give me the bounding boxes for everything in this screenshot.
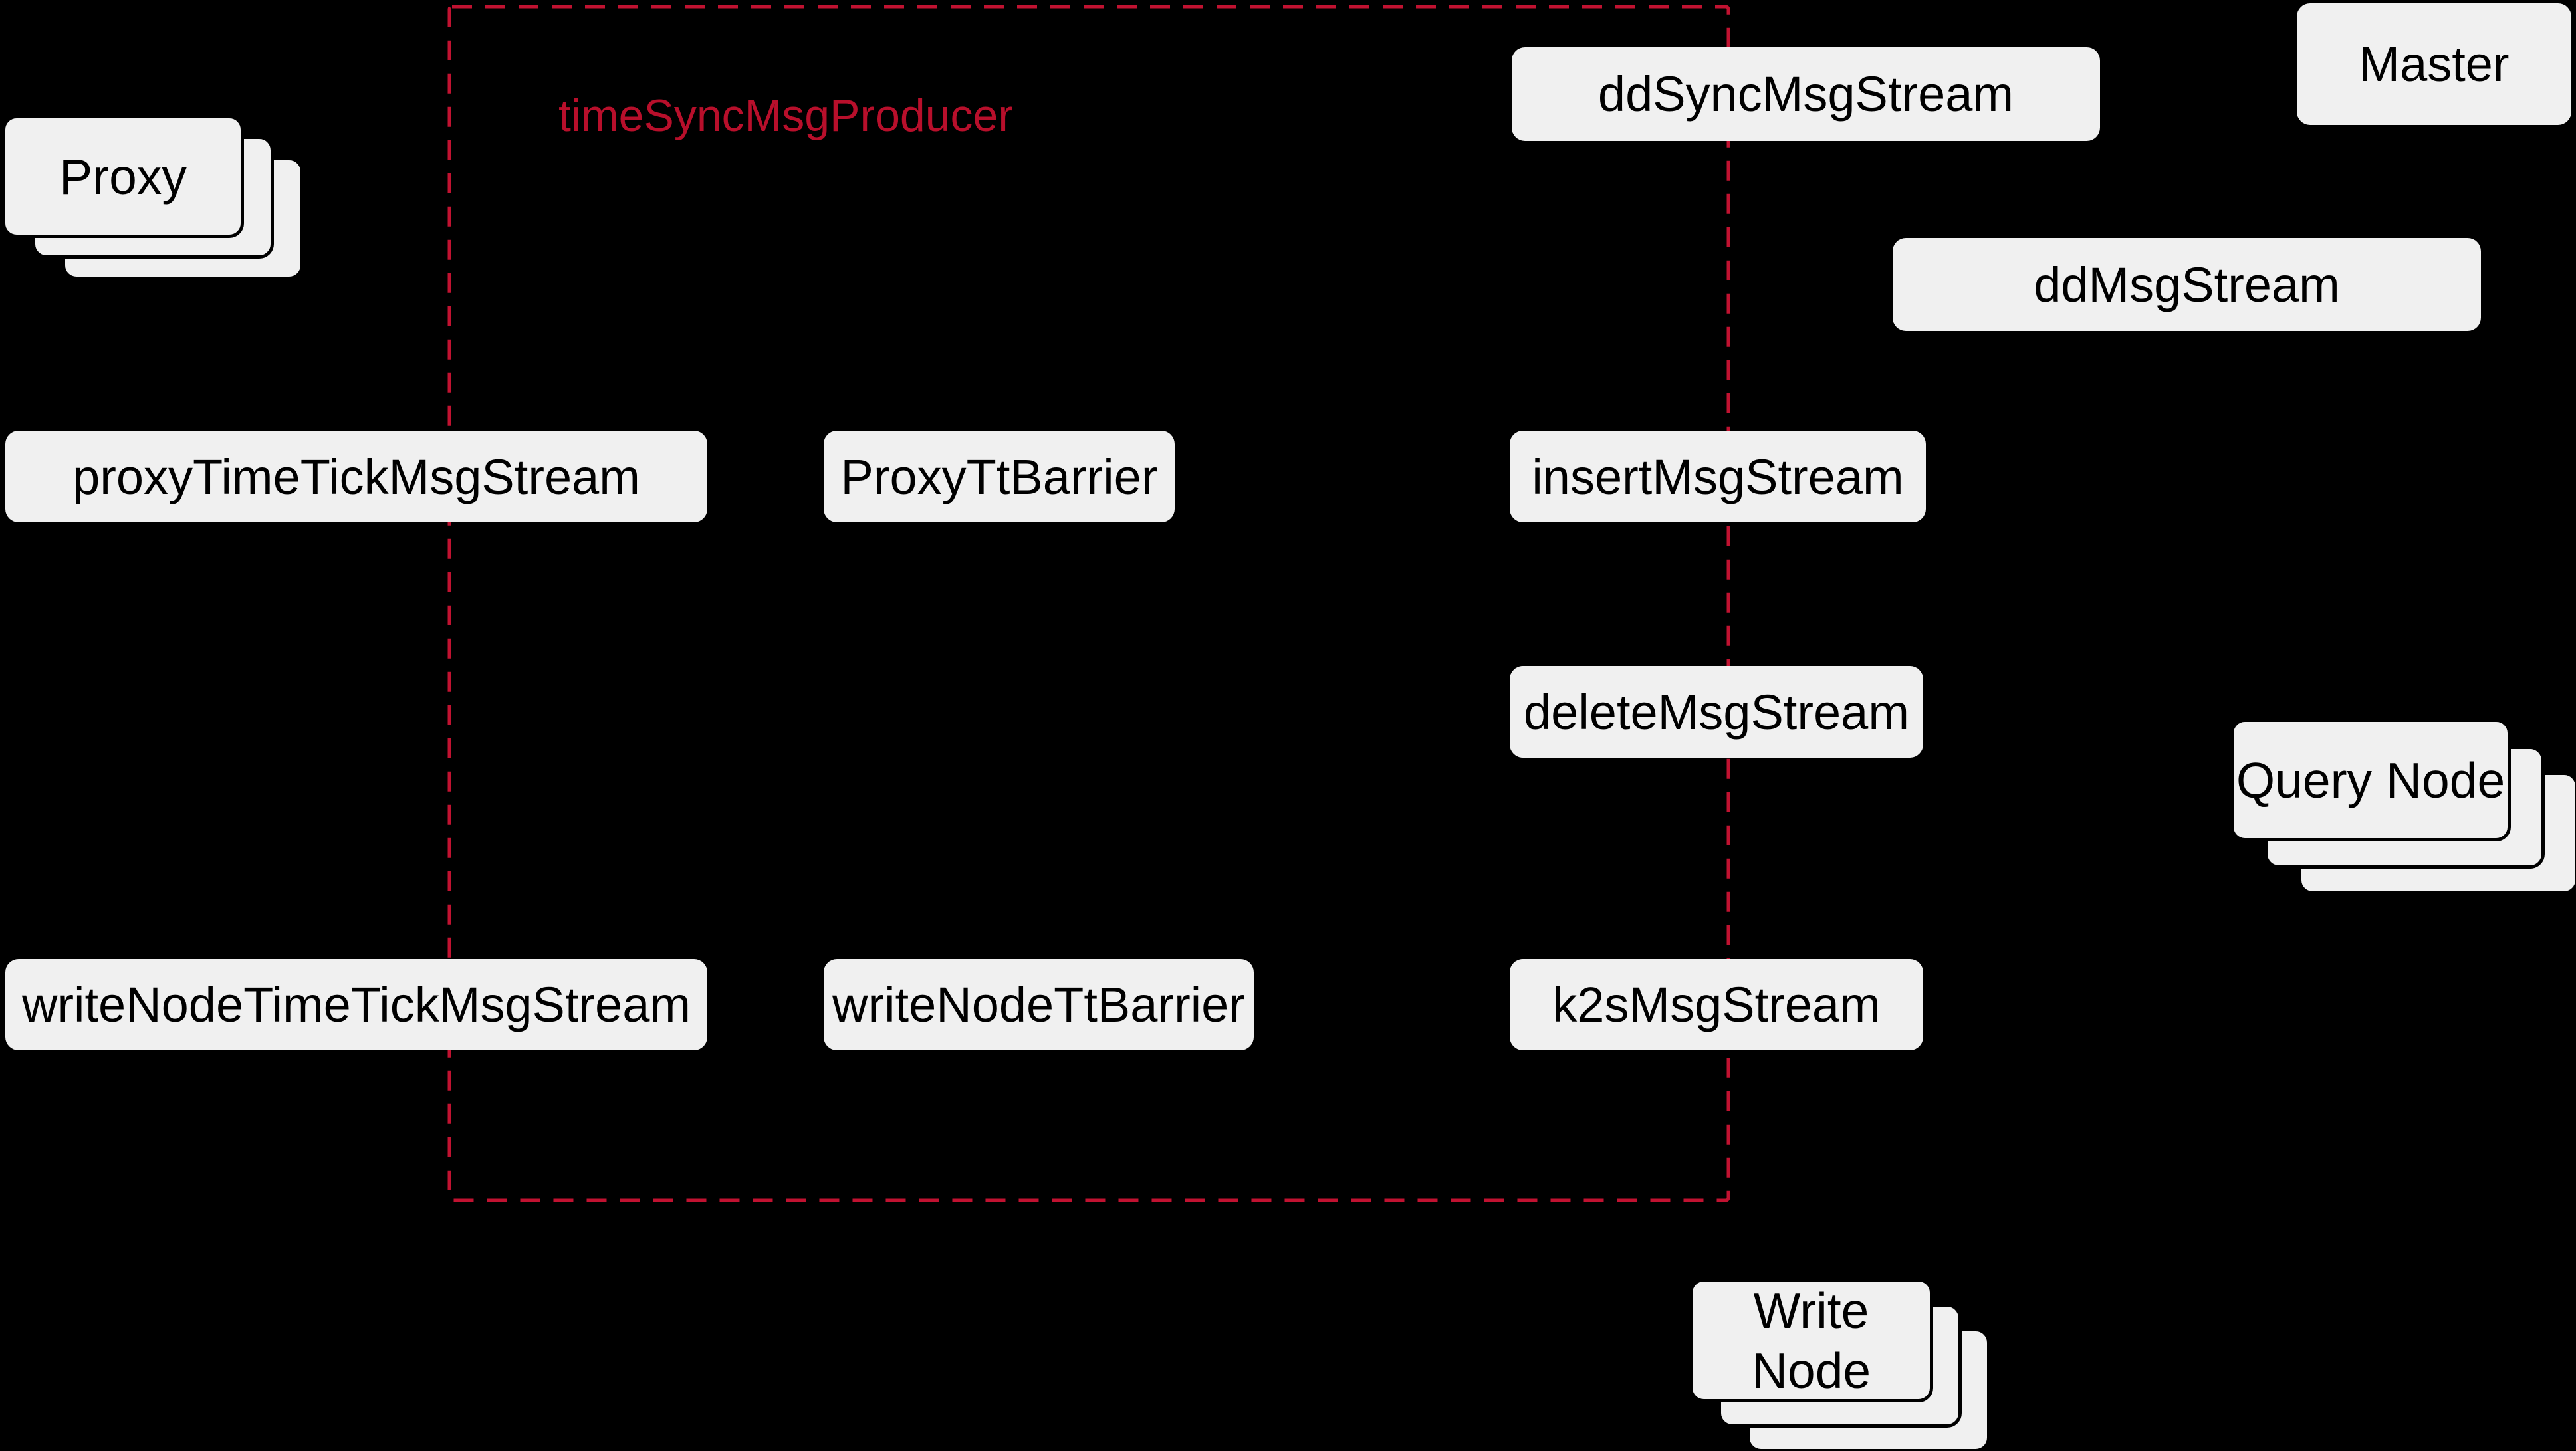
node-writeNodeTtBarrier: writeNodeTtBarrier: [824, 959, 1254, 1050]
node-deleteMsgStream: deleteMsgStream: [1510, 666, 1923, 758]
dashed-group-rect: [447, 5, 1730, 1202]
node-proxyTimeTickMsgStream: proxyTimeTickMsgStream: [5, 431, 707, 522]
proxy-label: Proxy: [59, 148, 187, 205]
query-node-stack-card-front: Query Node: [2230, 719, 2511, 841]
node-ddMsgStream: ddMsgStream: [1893, 238, 2481, 331]
node-ddSyncMsgStream: ddSyncMsgStream: [1512, 47, 2100, 141]
query-node-label: Query Node: [2236, 752, 2506, 808]
node-writeNodeTimeTickMsgStream: writeNodeTimeTickMsgStream: [5, 959, 707, 1050]
node-proxyTtBarrier: ProxyTtBarrier: [824, 431, 1175, 522]
timesync-producer-group-label: timeSyncMsgProducer: [558, 90, 1014, 141]
write-node-label: Write Node: [1751, 1282, 1871, 1398]
write-node-stack-card-front: Write Node: [1689, 1278, 1933, 1402]
proxy-stack-card-front: Proxy: [2, 115, 244, 238]
node-insertMsgStream: insertMsgStream: [1510, 431, 1926, 522]
node-k2sMsgStream: k2sMsgStream: [1510, 959, 1923, 1050]
node-master: Master: [2297, 3, 2571, 125]
